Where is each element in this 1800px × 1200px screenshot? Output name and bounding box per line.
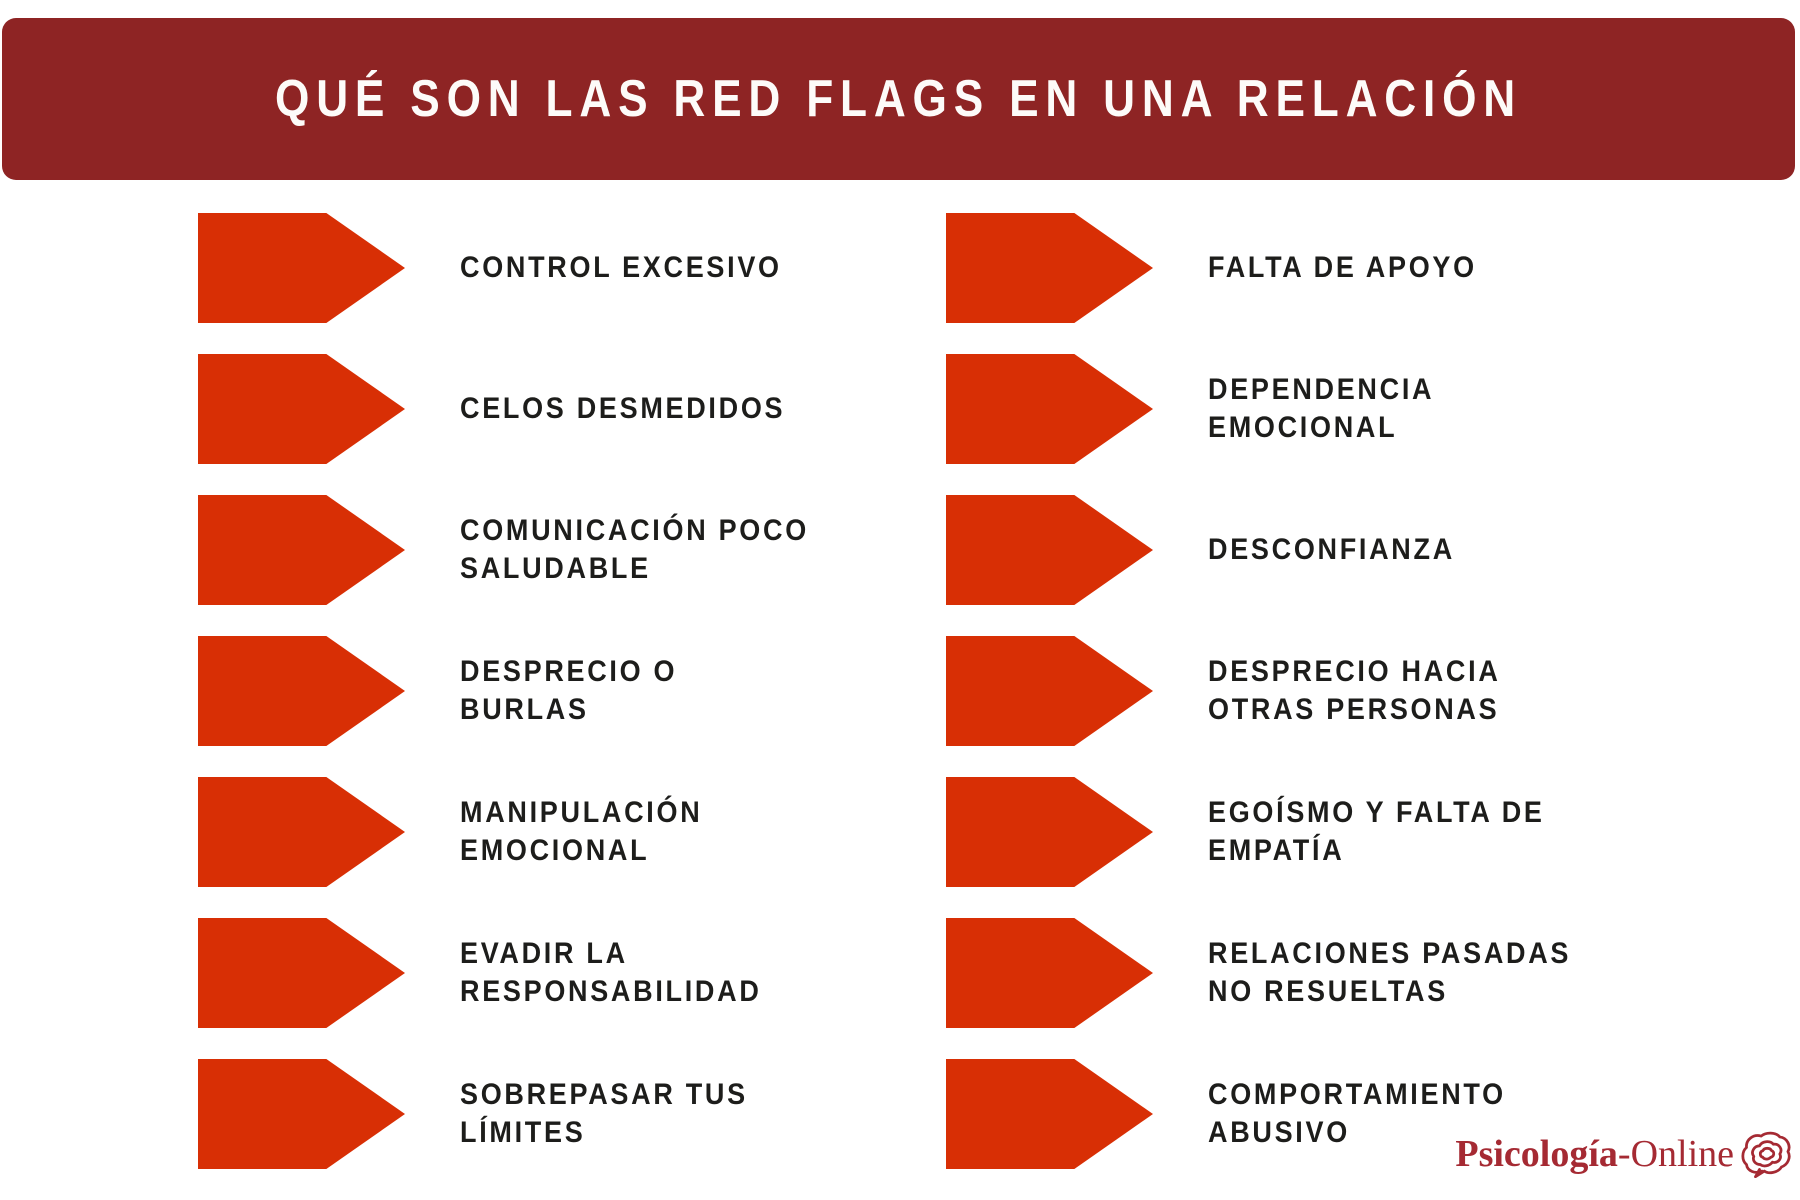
red-flag-arrow-icon: [946, 636, 1153, 746]
brand-logo-text: Psicología-Online: [1455, 1132, 1734, 1176]
red-flag-arrow-icon: [946, 213, 1153, 323]
red-flag-label-line: EMOCIONAL: [1208, 411, 1398, 444]
red-flag-label-line: CONTROL EXCESIVO: [460, 251, 782, 284]
red-flag-item: MANIPULACIÓN EMOCIONAL: [198, 777, 848, 887]
red-flag-label-line: OTRAS PERSONAS: [1208, 693, 1500, 726]
red-flag-label: DESPRECIO HACIA OTRAS PERSONAS: [1208, 653, 1501, 729]
brand-name-bold: Psicología: [1455, 1133, 1618, 1175]
red-flag-item: COMUNICACIÓN POCO SALUDABLE: [198, 495, 848, 605]
red-flag-label-line: BURLAS: [460, 693, 589, 726]
red-flag-item: RELACIONES PASADAS NO RESUELTAS: [946, 918, 1611, 1028]
right-column: FALTA DE APOYO DEPENDENCIA EMOCIONAL DES…: [946, 213, 1611, 1200]
red-flag-item: CONTROL EXCESIVO: [198, 213, 848, 323]
red-flag-label-line: NO RESUELTAS: [1208, 975, 1448, 1008]
red-flag-item: SOBREPASAR TUS LÍMITES: [198, 1059, 848, 1169]
brain-icon: [1741, 1131, 1791, 1178]
red-flag-item: DESPRECIO O BURLAS: [198, 636, 848, 746]
red-flag-label: SOBREPASAR TUS LÍMITES: [460, 1076, 748, 1152]
red-flag-label-line: EMOCIONAL: [460, 834, 650, 867]
red-flag-label: RELACIONES PASADAS NO RESUELTAS: [1208, 935, 1571, 1011]
red-flag-arrow-icon: [198, 636, 405, 746]
red-flag-arrow-icon: [198, 354, 405, 464]
red-flag-item: DEPENDENCIA EMOCIONAL: [946, 354, 1611, 464]
red-flag-label: DESPRECIO O BURLAS: [460, 653, 677, 729]
red-flag-item: DESCONFIANZA: [946, 495, 1611, 605]
red-flag-label: DESCONFIANZA: [1208, 531, 1455, 569]
title-banner: QUÉ SON LAS RED FLAGS EN UNA RELACIÓN: [2, 18, 1795, 180]
red-flag-arrow-icon: [946, 495, 1153, 605]
red-flag-item: CELOS DESMEDIDOS: [198, 354, 848, 464]
red-flag-label: MANIPULACIÓN EMOCIONAL: [460, 794, 702, 870]
left-column: CONTROL EXCESIVO CELOS DESMEDIDOS COMUNI…: [198, 213, 848, 1200]
red-flag-label-line: CELOS DESMEDIDOS: [460, 392, 786, 425]
red-flag-label-line: ABUSIVO: [1208, 1116, 1350, 1149]
red-flag-label: CONTROL EXCESIVO: [460, 249, 782, 287]
red-flag-label-line: EVADIR LA: [460, 937, 628, 970]
red-flag-arrow-icon: [946, 354, 1153, 464]
red-flag-label-line: DESPRECIO HACIA: [1208, 655, 1501, 688]
brand-name-light: -Online: [1617, 1133, 1734, 1175]
red-flag-label-line: RESPONSABILIDAD: [460, 975, 762, 1008]
red-flag-label-line: DEPENDENCIA: [1208, 373, 1435, 406]
red-flag-arrow-icon: [198, 495, 405, 605]
brand-logo: Psicología-Online: [1455, 1130, 1792, 1178]
red-flag-label: COMUNICACIÓN POCO SALUDABLE: [460, 512, 809, 588]
red-flag-item: FALTA DE APOYO: [946, 213, 1611, 323]
red-flag-arrow-icon: [198, 777, 405, 887]
red-flag-arrow-icon: [198, 918, 405, 1028]
red-flag-label: EGOÍSMO Y FALTA DE EMPATÍA: [1208, 794, 1545, 870]
red-flag-label: CELOS DESMEDIDOS: [460, 390, 785, 428]
red-flag-item: EVADIR LA RESPONSABILIDAD: [198, 918, 848, 1028]
red-flag-label-line: EGOÍSMO Y FALTA DE: [1208, 796, 1545, 829]
red-flag-label: DEPENDENCIA EMOCIONAL: [1208, 371, 1434, 447]
red-flag-item: COMPORTAMIENTO ABUSIVO: [946, 1059, 1611, 1169]
page-title: QUÉ SON LAS RED FLAGS EN UNA RELACIÓN: [275, 70, 1522, 128]
red-flag-arrow-icon: [946, 918, 1153, 1028]
red-flag-label: COMPORTAMIENTO ABUSIVO: [1208, 1076, 1506, 1152]
red-flag-item: DESPRECIO HACIA OTRAS PERSONAS: [946, 636, 1611, 746]
red-flag-label-line: EMPATÍA: [1208, 834, 1345, 867]
red-flag-arrow-icon: [946, 777, 1153, 887]
red-flag-item: EGOÍSMO Y FALTA DE EMPATÍA: [946, 777, 1611, 887]
red-flag-label-line: COMUNICACIÓN POCO: [460, 514, 809, 547]
red-flag-label-line: SALUDABLE: [460, 552, 651, 585]
red-flag-arrow-icon: [946, 1059, 1153, 1169]
red-flag-label-line: COMPORTAMIENTO: [1208, 1078, 1506, 1111]
red-flag-label: EVADIR LA RESPONSABILIDAD: [460, 935, 762, 1011]
red-flag-label-line: DESCONFIANZA: [1208, 533, 1455, 566]
red-flag-label-line: LÍMITES: [460, 1116, 586, 1149]
red-flag-label-line: RELACIONES PASADAS: [1208, 937, 1572, 970]
red-flag-label-line: SOBREPASAR TUS: [460, 1078, 748, 1111]
red-flag-label-line: MANIPULACIÓN: [460, 796, 703, 829]
red-flag-label-line: FALTA DE APOYO: [1208, 251, 1477, 284]
red-flag-label-line: DESPRECIO O: [460, 655, 678, 688]
red-flag-arrow-icon: [198, 1059, 405, 1169]
red-flag-label: FALTA DE APOYO: [1208, 249, 1477, 287]
red-flag-arrow-icon: [198, 213, 405, 323]
